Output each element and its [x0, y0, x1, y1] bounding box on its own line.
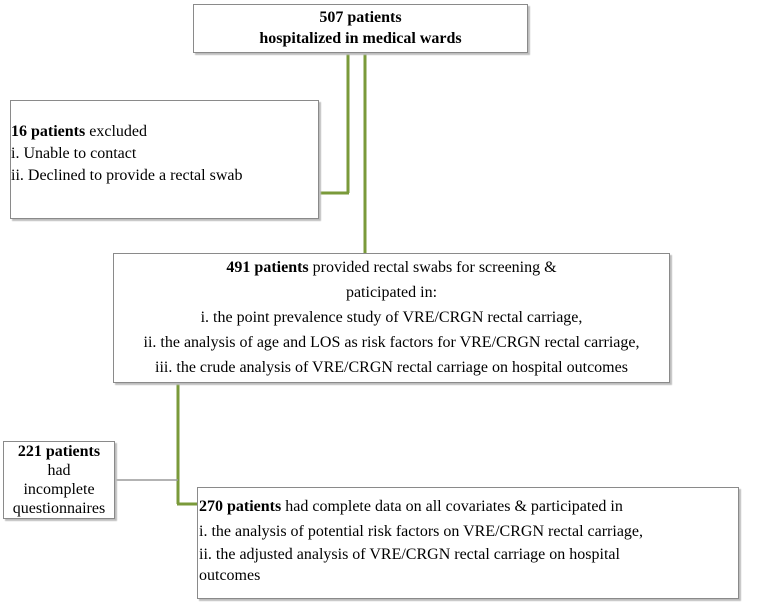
- excluded-text: excluded: [85, 123, 147, 140]
- enrolled-description: hospitalized in medical wards: [259, 30, 462, 47]
- box-enrolled: 507 patients hospitalized in medical war…: [193, 4, 528, 53]
- incomplete-line-2: incomplete: [23, 481, 95, 498]
- excluded-heading: 16 patients excluded: [11, 121, 318, 143]
- box-incomplete: 221 patients had incomplete questionnair…: [3, 441, 115, 519]
- box-excluded: 16 patients excluded i. Unable to contac…: [10, 100, 319, 219]
- incomplete-line-1: had: [47, 462, 71, 479]
- screened-item-2: ii. the analysis of age and LOS as risk …: [143, 334, 640, 351]
- complete-item-1: i. the analysis of potential risk factor…: [199, 523, 644, 540]
- complete-count: 270 patients: [199, 498, 282, 515]
- complete-text: had complete data on all covariates & pa…: [281, 498, 623, 515]
- screened-text: provided rectal swabs for screening &: [308, 259, 557, 276]
- complete-item-2: ii. the adjusted analysis of VRE/CRGN re…: [199, 546, 620, 563]
- excluded-count: 16 patients: [11, 123, 86, 140]
- screened-count: 491 patients: [226, 259, 309, 276]
- screened-line-2: paticipated in:: [345, 284, 438, 301]
- box-complete: 270 patients had complete data on all co…: [197, 487, 739, 599]
- screened-item-3: iii. the crude analysis of VRE/CRGN rect…: [155, 359, 628, 376]
- complete-item-2-continued: outcomes: [199, 567, 261, 584]
- excluded-reason-2: ii. Declined to provide a rectal swab: [11, 167, 243, 184]
- box-screened: 491 patients provided rectal swabs for s…: [113, 253, 670, 383]
- screened-heading: 491 patients provided rectal swabs for s…: [114, 255, 669, 280]
- incomplete-count: 221 patients: [17, 443, 101, 460]
- enrolled-count: 507 patients: [319, 9, 402, 26]
- screened-item-1: i. the point prevalence study of VRE/CRG…: [200, 309, 583, 326]
- excluded-reason-1: i. Unable to contact: [11, 145, 137, 162]
- complete-heading: 270 patients had complete data on all co…: [199, 494, 738, 519]
- incomplete-line-3: questionnaires: [12, 500, 106, 517]
